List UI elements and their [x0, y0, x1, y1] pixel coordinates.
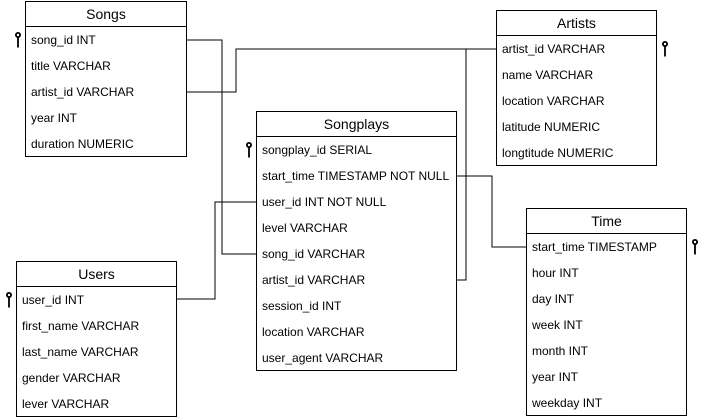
artists-attr-text: artist_id VARCHAR: [502, 42, 606, 56]
users-table[interactable]: Users user_id INT first_name VARCHAR las…: [6, 261, 177, 417]
artists-attr-latitude: latitude NUMERIC: [502, 120, 601, 134]
songplays-attr-user-agent: user_agent VARCHAR: [262, 351, 384, 365]
key-icon: [15, 32, 21, 48]
songplays-title: Songplays: [257, 112, 456, 137]
users-attr-text: user_id INT: [22, 293, 85, 307]
songs-title: Songs: [26, 2, 186, 27]
artists-attr-longtitude: longtitude NUMERIC: [502, 146, 614, 160]
songs-attr-duration: duration NUMERIC: [31, 137, 134, 151]
users-title: Users: [17, 262, 176, 287]
link-songs-artist-id-to-artists-artist-id: [186, 48, 497, 93]
artists-attr-artist-id: artist_id VARCHAR: [497, 36, 668, 62]
songs-attr-title: title VARCHAR: [31, 59, 111, 73]
artists-attr-name: name VARCHAR: [502, 68, 594, 82]
link-users-user-id-to-songplays-user-id: [176, 201, 257, 300]
time-title: Time: [527, 209, 686, 234]
users-attr-lever: lever VARCHAR: [22, 397, 110, 411]
artists-title: Artists: [497, 11, 656, 36]
songplays-attr-artist-id: artist_id VARCHAR: [262, 273, 366, 287]
time-attr-weekday: weekday INT: [532, 396, 603, 410]
songs-attr-artist-id: artist_id VARCHAR: [31, 85, 135, 99]
songplays-attr-session-id: session_id INT: [262, 299, 342, 313]
key-icon: [246, 142, 252, 158]
time-attr-hour: hour INT: [532, 266, 579, 280]
songs-attr-year: year INT: [31, 111, 78, 125]
songplays-attr-songplay-id: songplay_id SERIAL: [246, 137, 456, 163]
time-attr-start-time: start_time TIMESTAMP: [527, 234, 698, 260]
time-table[interactable]: Time start_time TIMESTAMP hour INT day I…: [526, 208, 698, 416]
songs-attr-text: song_id INT: [31, 33, 96, 47]
songs-attr-song-id: song_id INT: [15, 27, 186, 53]
songplays-attr-level: level VARCHAR: [262, 221, 348, 235]
songplays-attr-user-id: user_id INT NOT NULL: [262, 195, 387, 209]
songplays-attr-text: songplay_id SERIAL: [262, 143, 373, 157]
users-attr-user-id: user_id INT: [6, 287, 176, 313]
users-attr-gender: gender VARCHAR: [22, 371, 121, 385]
key-icon: [662, 41, 668, 57]
songplays-attr-song-id: song_id VARCHAR: [262, 247, 366, 261]
link-songplays-artist-id-to-artists-artist-id: [456, 49, 467, 281]
users-attr-first-name: first_name VARCHAR: [22, 319, 140, 333]
time-attr-week: week INT: [532, 318, 583, 332]
time-attr-year: year INT: [532, 370, 579, 384]
link-songs-song-id-to-songplays-song-id: [186, 39, 257, 255]
time-attr-month: month INT: [532, 344, 589, 358]
time-attr-day: day INT: [532, 292, 575, 306]
users-attr-last-name: last_name VARCHAR: [22, 345, 139, 359]
songplays-table[interactable]: Songplays songplay_id SERIAL start_time …: [246, 111, 457, 371]
songplays-attr-start-time: start_time TIMESTAMP NOT NULL: [262, 169, 450, 183]
key-icon: [6, 292, 12, 308]
artists-table[interactable]: Artists artist_id VARCHAR name VARCHAR l…: [496, 10, 668, 166]
time-attr-text: start_time TIMESTAMP: [532, 240, 657, 254]
artists-attr-location: location VARCHAR: [502, 94, 605, 108]
link-songplays-start-time-to-time-start-time: [456, 175, 527, 248]
songs-table[interactable]: Songs song_id INT title VARCHAR artist_i…: [15, 1, 187, 157]
songplays-attr-location: location VARCHAR: [262, 325, 365, 339]
key-icon: [692, 239, 698, 255]
